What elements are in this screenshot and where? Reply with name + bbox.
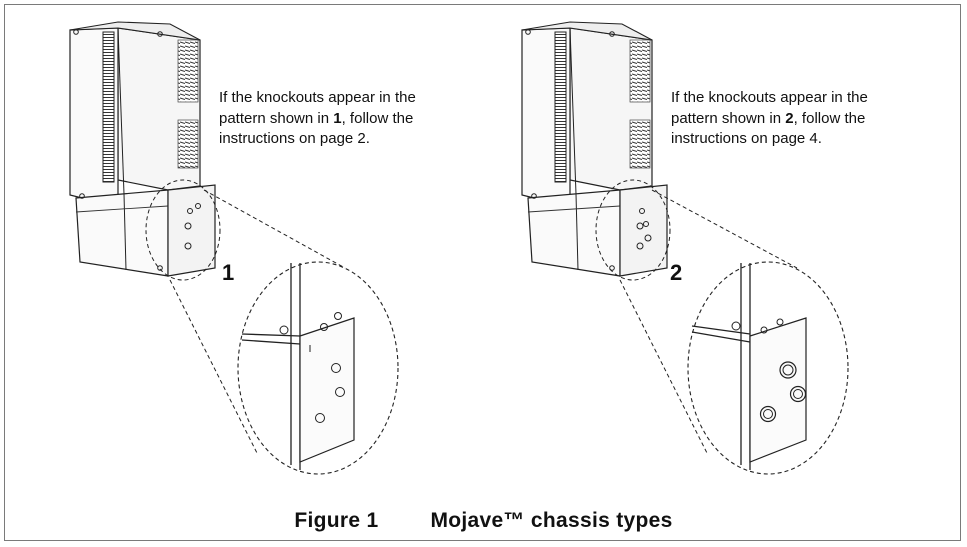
figure-title: Mojave™ chassis types — [430, 509, 673, 532]
note-panel-1-text: If the knockouts appear in the pattern s… — [219, 89, 416, 127]
figure-caption: Figure 1 Mojave™ chassis types — [0, 509, 967, 533]
chassis-1-illustration — [69, 21, 399, 475]
figure-frame — [4, 4, 961, 541]
note-panel-1-ref: 1 — [333, 109, 342, 127]
chassis-2-illustration — [521, 21, 849, 475]
note-panel-2-text: If the knockouts appear in the pattern s… — [671, 89, 868, 127]
note-panel-2: If the knockouts appear in the pattern s… — [671, 88, 886, 150]
note-panel-1-text-end: , follow the instructions on page 2. — [219, 109, 414, 148]
panel-number-1: 1 — [222, 260, 235, 285]
figure-label: Figure 1 — [294, 509, 379, 532]
panel-number-2: 2 — [670, 260, 683, 285]
note-panel-2-ref: 2 — [785, 109, 794, 127]
note-panel-2-text-end: , follow the instructions on page 4. — [671, 109, 866, 148]
note-panel-1: If the knockouts appear in the pattern s… — [219, 88, 434, 150]
